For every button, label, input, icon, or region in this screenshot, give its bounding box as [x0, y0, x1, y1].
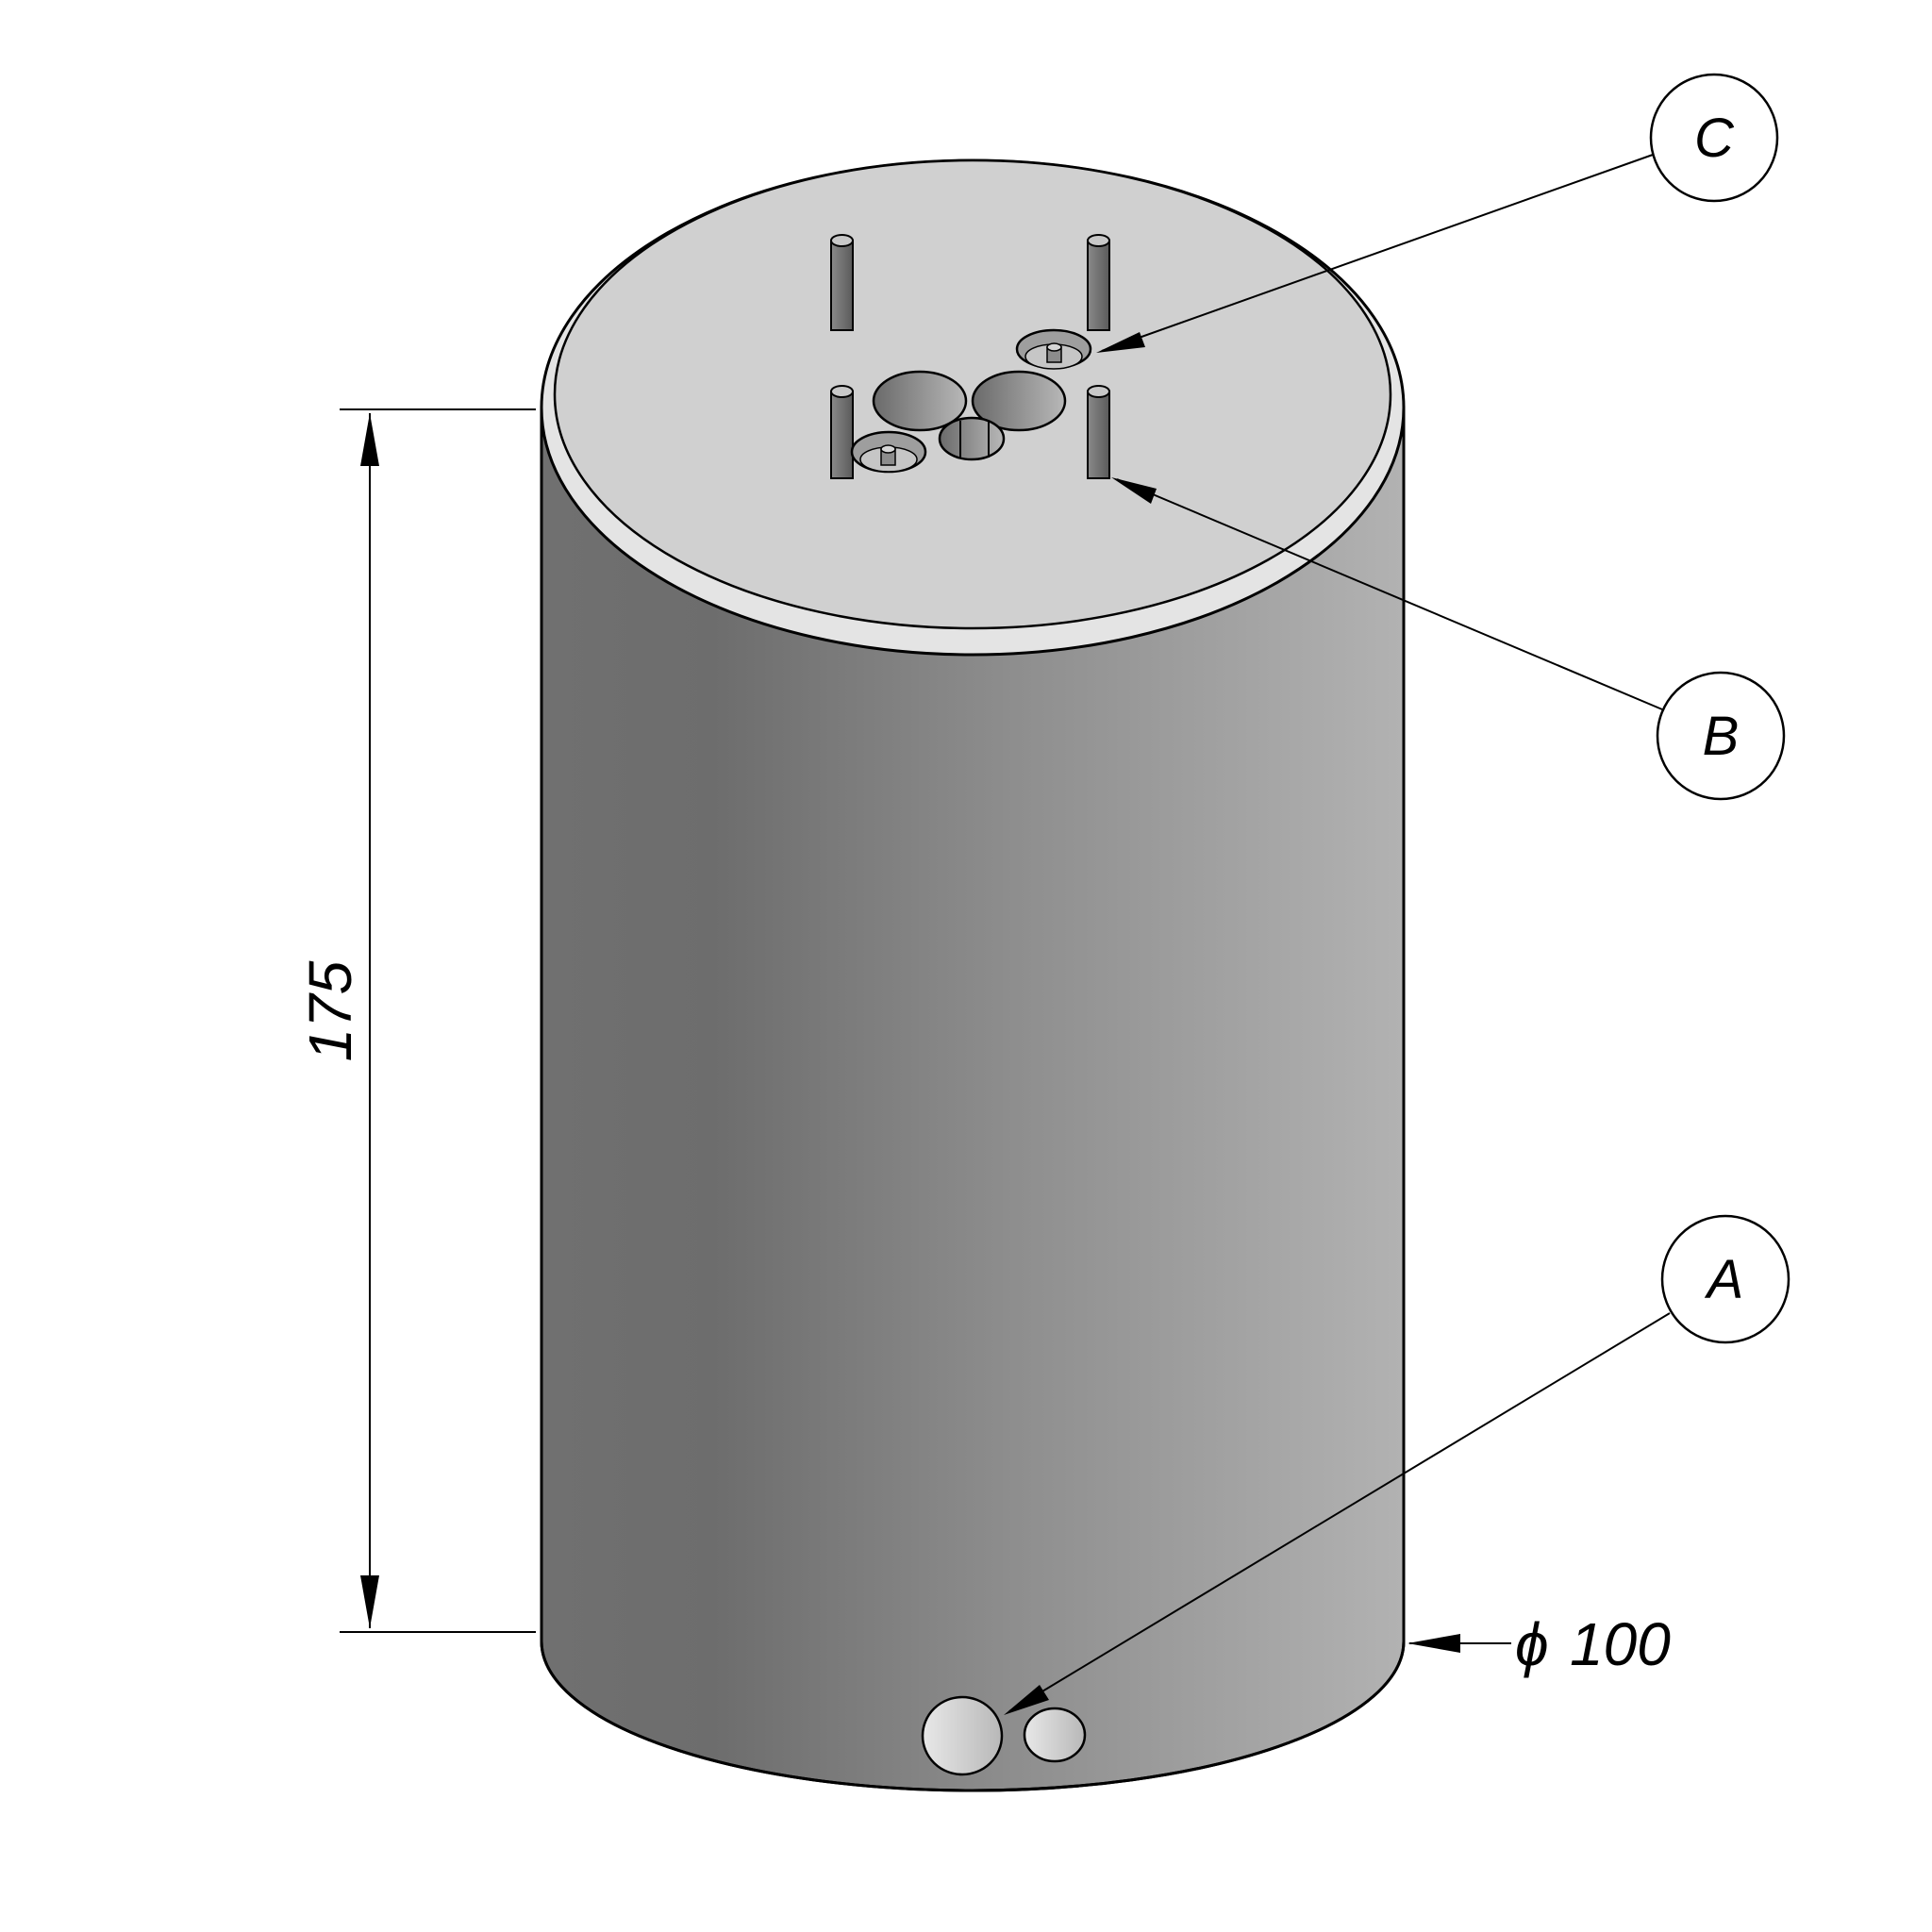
balloon-c: C	[1096, 73, 1779, 353]
height-value: 175	[296, 960, 364, 1061]
cylinder-body	[540, 406, 1406, 1792]
diameter-dimension: ϕ 100	[1407, 1610, 1671, 1678]
balloon-a: A	[1004, 1214, 1790, 1715]
bore-right	[971, 370, 1067, 432]
bore-left	[872, 370, 968, 432]
top-features	[830, 234, 1110, 479]
balloon-b-label: B	[1703, 706, 1740, 767]
pin-top-right	[1087, 234, 1110, 331]
counterbore-c	[1015, 328, 1092, 370]
hole-large	[921, 1695, 1004, 1776]
bore-center	[938, 416, 1006, 461]
pin-bottom-right	[1087, 385, 1110, 479]
diameter-value: 100	[1570, 1610, 1671, 1678]
balloon-c-label: C	[1694, 108, 1735, 169]
balloon-a-label: A	[1705, 1249, 1744, 1310]
height-dimension: 175	[296, 408, 536, 1633]
pin-bottom-left	[830, 385, 854, 479]
balloon-b: B	[1111, 477, 1786, 801]
pin-top-left	[830, 234, 854, 331]
bottom-holes	[921, 1695, 1087, 1776]
counterbore-left	[850, 430, 927, 474]
hole-small	[1023, 1707, 1087, 1763]
diameter-symbol: ϕ	[1515, 1610, 1549, 1678]
